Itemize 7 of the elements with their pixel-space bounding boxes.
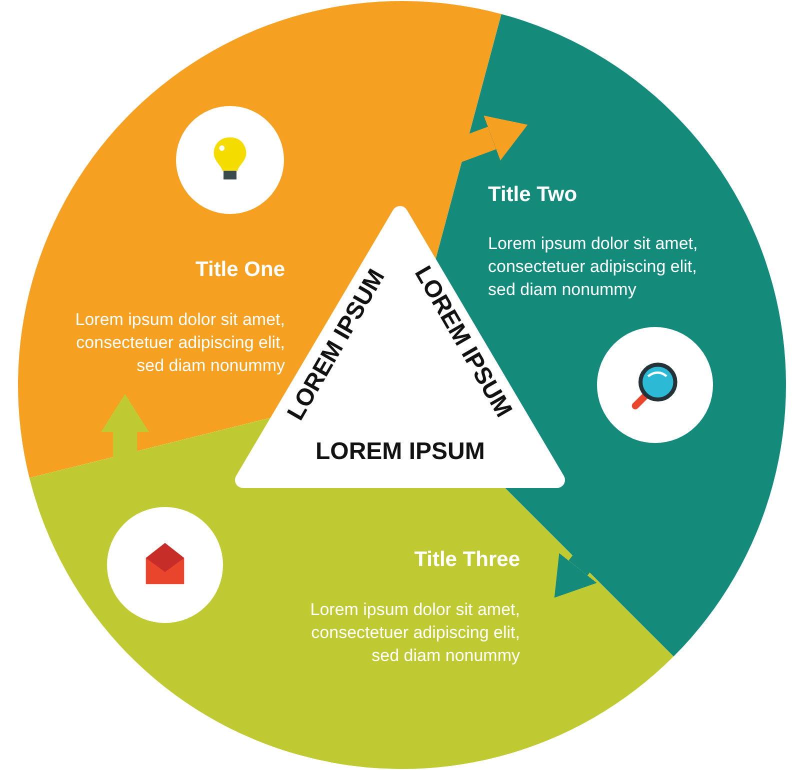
segment-description: Lorem ipsum dolor sit amet, consectetuer adipiscing elit, sed diam nonummy: [309, 599, 520, 667]
segment-description: Lorem ipsum dolor sit amet, consectetuer adipiscing elit, sed diam nonummy: [74, 309, 285, 377]
center-label: LOREM IPSUM: [316, 438, 485, 466]
segment-title: Title One: [194, 258, 285, 282]
segment-title: Title Three: [413, 548, 520, 572]
segment-title: Title Two: [488, 183, 578, 207]
segment-description: Lorem ipsum dolor sit amet, consectetuer adipiscing elit, sed diam nonummy: [488, 233, 699, 301]
